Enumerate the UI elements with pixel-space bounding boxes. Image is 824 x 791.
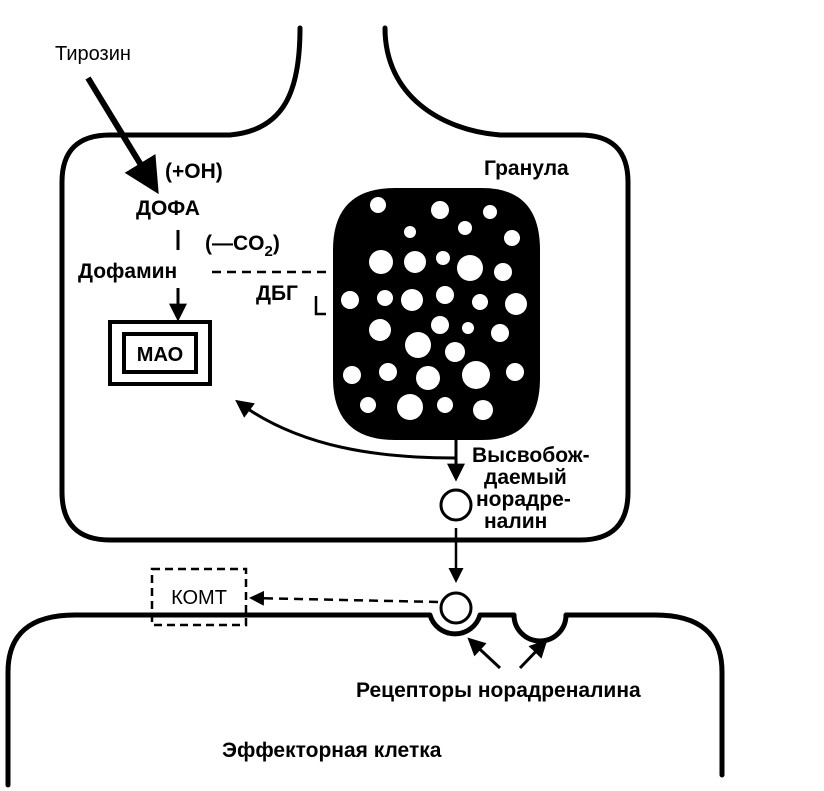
- dopamine-label: Дофамин: [78, 260, 177, 283]
- released-label-line1: Высвобож-: [472, 444, 590, 467]
- bound-noradrenaline-molecule: [439, 591, 473, 625]
- effector-cell-outline: [5, 612, 725, 788]
- mao-box-inner: [122, 332, 198, 374]
- mao-box-outer: [108, 320, 212, 386]
- receptors-label: Рецепторы норадреналина: [356, 679, 641, 702]
- mao-label: МАО: [137, 344, 183, 366]
- to-comt-arrow: [249, 590, 439, 606]
- tyrosine-arrow: [85, 76, 159, 195]
- co2-subscript: 2: [265, 243, 273, 260]
- effector-cell-label: Эффекторная клетка: [222, 739, 442, 762]
- comt-label: КОМТ: [171, 587, 227, 609]
- granule-label: Гранула: [484, 157, 569, 180]
- dopa-label: ДОФА: [136, 197, 200, 220]
- granule-vesicles: [341, 197, 527, 420]
- dbg-bracket: [314, 296, 326, 316]
- tyrosine-label: Тирозин: [55, 43, 131, 65]
- released-label-line2: даемый: [484, 466, 567, 489]
- decarboxylation-close: ): [273, 232, 280, 255]
- comt-box: [150, 567, 248, 627]
- noradrenaline-label-line2: налин: [484, 510, 547, 533]
- released-noradrenaline-molecule: [439, 488, 473, 522]
- receptor-arrow-1: [467, 637, 502, 670]
- decarboxylation-main: (—CO: [205, 232, 265, 255]
- reuptake-arrow: [235, 399, 456, 460]
- decarboxylation-label: (—CO2): [205, 232, 280, 260]
- nerve-terminal-outline: [59, 25, 631, 543]
- dbg-label: ДБГ: [256, 282, 298, 305]
- receptor-arrow-2: [518, 639, 548, 670]
- hydroxylation-label: (+OH): [165, 160, 223, 183]
- noradrenaline-label-line1: норадре-: [476, 488, 571, 511]
